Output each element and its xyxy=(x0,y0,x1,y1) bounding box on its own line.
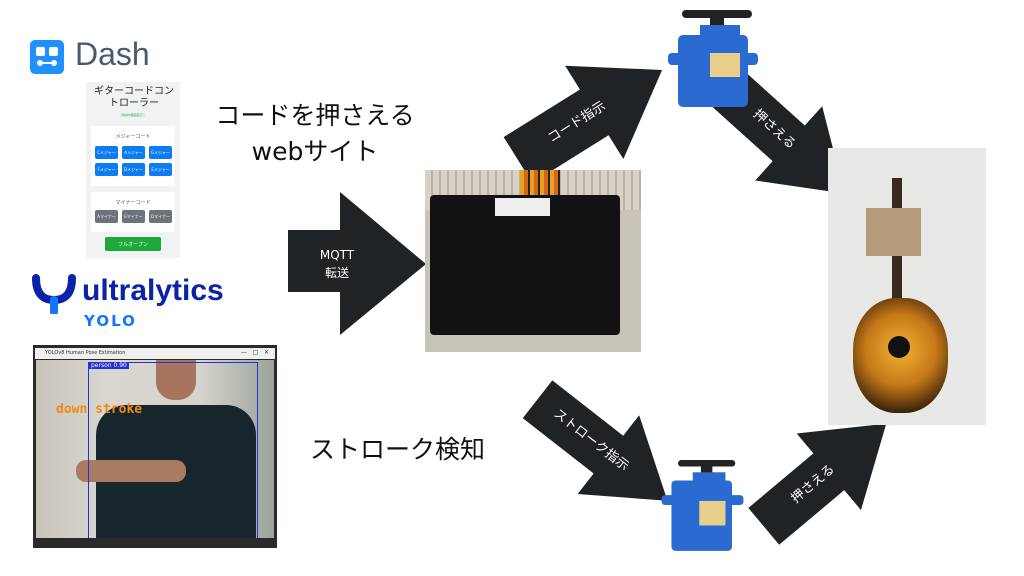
label-paper xyxy=(495,198,550,216)
guitar-photo xyxy=(828,148,986,425)
chord-device xyxy=(866,208,921,256)
chord-command-arrow: コード指示 xyxy=(489,23,691,206)
minor-panel: マイナーコード Aマイナー Eマイナー Dマイナー xyxy=(91,192,175,232)
detection-label: person 0.90 xyxy=(89,362,129,369)
press-bottom-arrow: 押さえる xyxy=(732,385,919,564)
minor-heading: マイナーコード xyxy=(115,200,151,206)
dash-logo: Dash xyxy=(30,36,170,74)
website-caption-line2: webサイト xyxy=(251,137,379,166)
stroke-caption: ストローク検知 xyxy=(310,435,486,464)
yolo-window-title: YOLOv8 Human Pose Estimation xyxy=(45,350,126,356)
yolo-window: YOLOv8 Human Pose Estimation — □ ✕ perso… xyxy=(33,345,277,548)
person-head xyxy=(156,360,196,400)
major-heading: メジャーコード xyxy=(115,134,151,140)
mqtt-arrow-label: MQTT 転送 xyxy=(319,247,355,280)
website-status: MQTT接続完了 xyxy=(120,113,145,117)
stroke-command-arrow: ストローク指示 xyxy=(507,360,699,540)
major-button[interactable]: Cメジャー xyxy=(95,146,118,159)
mqtt-arrow: MQTT 転送 xyxy=(288,192,426,335)
dash-logo-text: Dash xyxy=(75,36,150,72)
servo-top-icon xyxy=(660,5,770,110)
window-controls[interactable]: — □ ✕ xyxy=(240,349,269,356)
minor-button[interactable]: Aマイナー xyxy=(95,210,118,223)
website-screenshot: ギターコードコントローラー MQTT接続完了 メジャーコード Cメジャー Aメジ… xyxy=(86,82,180,258)
minor-button[interactable]: Eマイナー xyxy=(122,210,145,223)
minor-button[interactable]: Dマイナー xyxy=(149,210,172,223)
website-title: ギターコードコントローラー xyxy=(94,86,174,109)
device-photo xyxy=(425,170,641,352)
dash-icon xyxy=(30,40,64,74)
sound-hole xyxy=(888,336,910,358)
ultralytics-logo: ultralytics YOLO xyxy=(32,272,242,334)
ultralytics-text: ultralytics xyxy=(82,274,224,307)
major-button[interactable]: Aメジャー xyxy=(122,146,145,159)
bounding-box xyxy=(88,362,258,538)
arrow-shape xyxy=(503,65,663,183)
major-button[interactable]: Fメジャー xyxy=(95,163,118,176)
major-button[interactable]: Eメジャー xyxy=(149,163,172,176)
arrow-shape xyxy=(748,423,887,545)
ultralytics-icon xyxy=(32,274,76,314)
wires xyxy=(520,170,560,195)
arm xyxy=(76,460,186,482)
arrow-shape xyxy=(288,192,426,335)
full-open-button[interactable]: フルオープン xyxy=(105,237,161,251)
camera-feed: person 0.90 down stroke xyxy=(36,360,274,538)
website-caption: コードを押さえる webサイト xyxy=(205,98,425,170)
website-caption-line1: コードを押さえる xyxy=(215,101,415,130)
black-box xyxy=(430,195,620,335)
yolo-titlebar: YOLOv8 Human Pose Estimation — □ ✕ xyxy=(35,348,275,359)
major-button[interactable]: Gメジャー xyxy=(149,146,172,159)
major-panel: メジャーコード Cメジャー Aメジャー Gメジャー Fメジャー Dメジャー Eメ… xyxy=(91,126,175,186)
servo-bottom-icon xyxy=(660,455,750,555)
major-button[interactable]: Dメジャー xyxy=(122,163,145,176)
arrow-shape xyxy=(522,380,668,501)
stroke-label: down stroke xyxy=(56,402,143,417)
yolo-text: YOLO xyxy=(84,312,137,330)
